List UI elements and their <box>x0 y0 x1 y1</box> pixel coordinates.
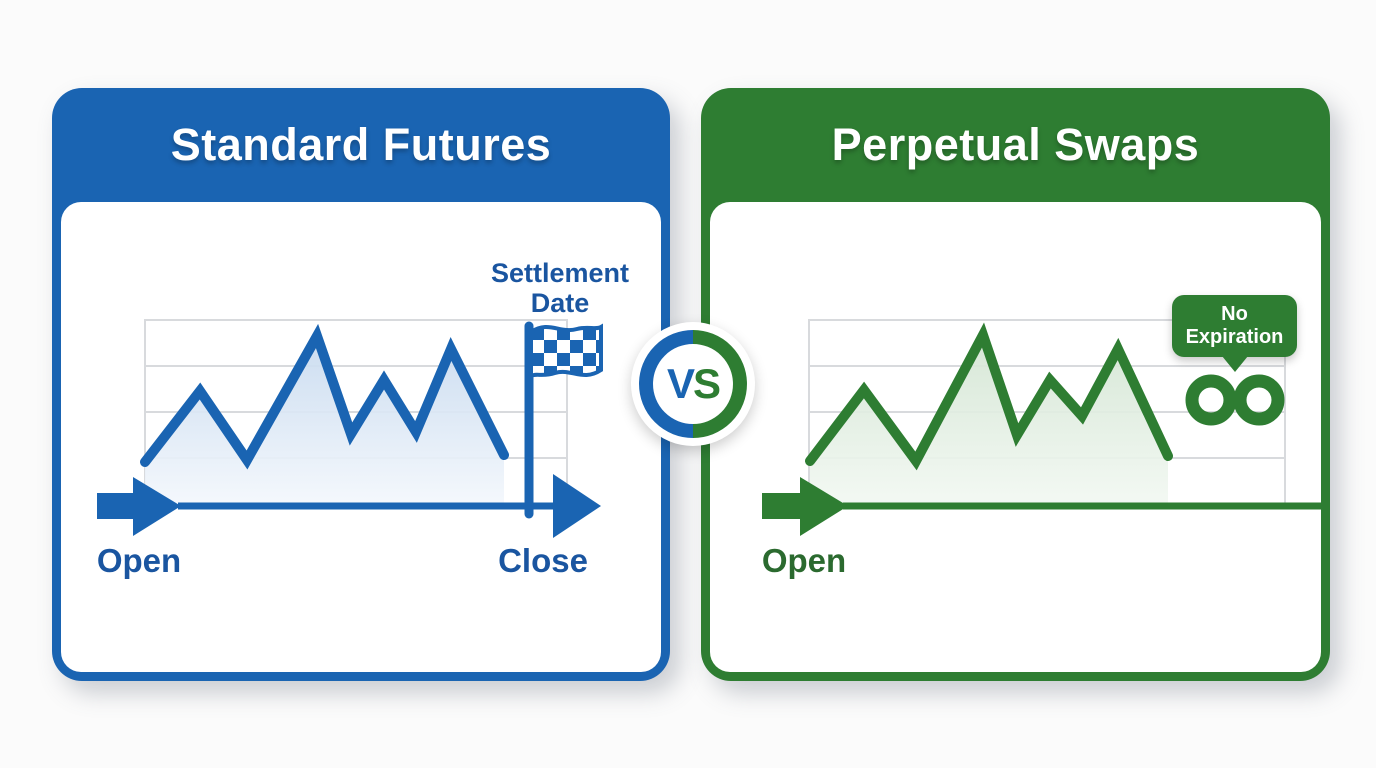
no-expiration-badge: No Expiration <box>1172 295 1297 357</box>
standard-futures-title: Standard Futures <box>170 119 552 170</box>
vs-ring-icon <box>639 330 747 438</box>
perpetual-swaps-title: Perpetual Swaps <box>831 119 1200 170</box>
close-label: Close <box>498 542 588 579</box>
settlement-date-label: Settlement Date <box>490 258 630 318</box>
standard-futures-panel: Standard Futures <box>52 88 670 681</box>
perpetual-swaps-panel: Perpetual Swaps <box>701 88 1330 681</box>
open-label-futures: Open <box>96 542 182 579</box>
open-label-perps: Open <box>761 542 847 579</box>
perpetual-swaps-body <box>710 202 1321 672</box>
